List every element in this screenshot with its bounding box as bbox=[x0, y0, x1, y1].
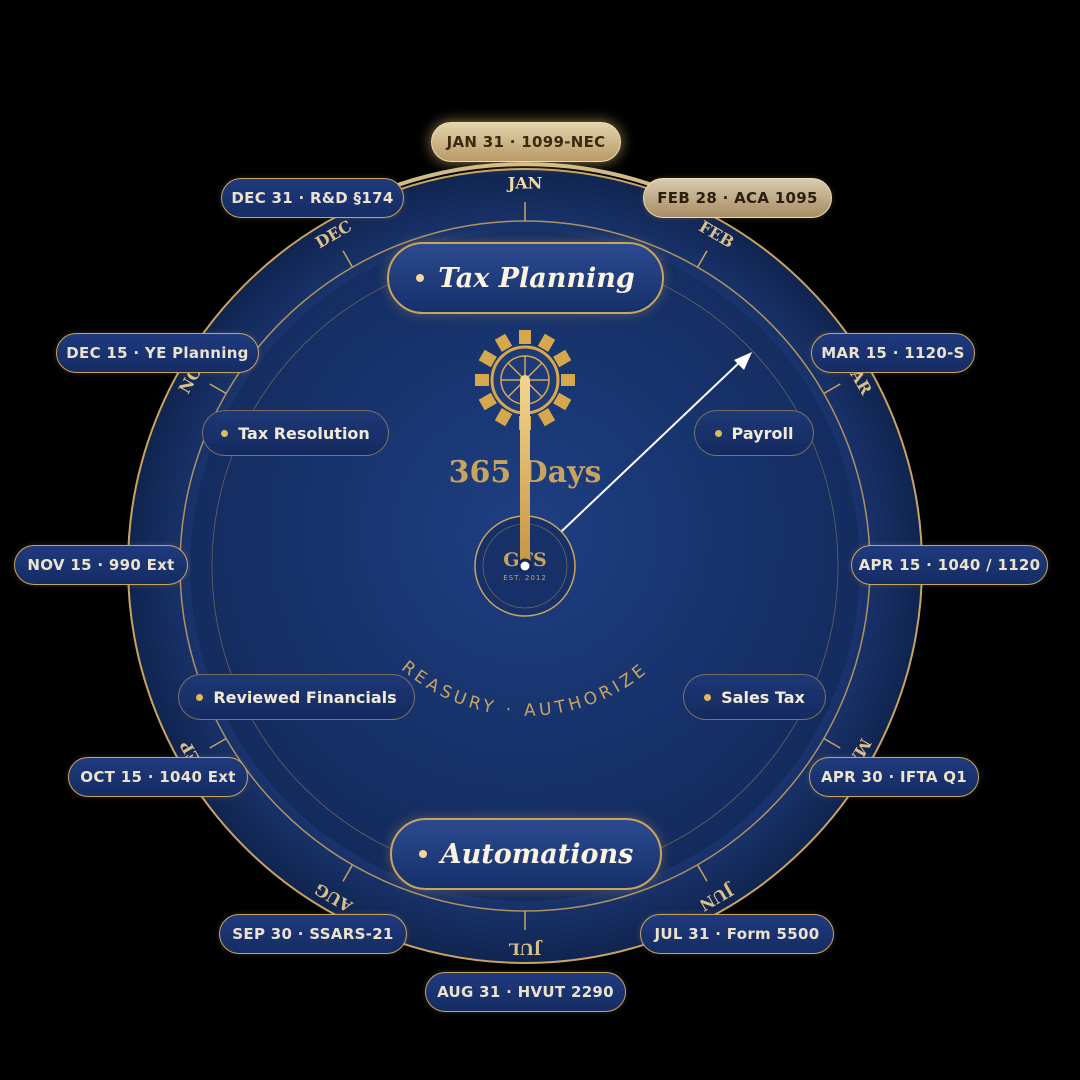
month-tick bbox=[342, 250, 354, 268]
service-label: Payroll bbox=[731, 423, 794, 443]
sun-wheel-icon bbox=[475, 330, 575, 430]
bullet-icon bbox=[196, 693, 204, 701]
service-label: Automations bbox=[440, 838, 634, 870]
deadline-jan31[interactable]: JAN 31 · 1099-NEC bbox=[431, 122, 621, 162]
deadline-sep30[interactable]: SEP 30 · SSARS-21 bbox=[219, 914, 407, 954]
outer-ring-glow bbox=[359, 162, 691, 202]
deadline-apr30[interactable]: APR 30 · IFTA Q1 bbox=[809, 757, 979, 797]
deadline-mar15[interactable]: MAR 15 · 1120-S bbox=[811, 333, 975, 373]
bullet-icon bbox=[418, 850, 427, 858]
deadline-aug31[interactable]: AUG 31 · HVUT 2290 bbox=[425, 972, 626, 1012]
deadline-dec31[interactable]: DEC 31 · R&D §174 bbox=[221, 178, 404, 218]
month-tick bbox=[696, 864, 708, 882]
service-reviewed-financials[interactable]: Reviewed Financials bbox=[178, 674, 415, 720]
month-tick bbox=[823, 737, 841, 749]
month-tick bbox=[342, 864, 354, 882]
month-label-jan: JAN bbox=[506, 174, 543, 193]
service-tax-resolution[interactable]: Tax Resolution bbox=[202, 410, 389, 456]
deadline-nov15[interactable]: NOV 15 · 990 Ext bbox=[14, 545, 188, 585]
service-payroll[interactable]: Payroll bbox=[694, 410, 814, 456]
month-tick bbox=[696, 250, 708, 268]
deadline-jul31[interactable]: JUL 31 · Form 5500 bbox=[640, 914, 834, 954]
service-label: Tax Planning bbox=[438, 262, 635, 294]
month-tick bbox=[209, 737, 227, 749]
service-sales-tax[interactable]: Sales Tax bbox=[683, 674, 826, 720]
bullet-icon bbox=[221, 429, 229, 437]
arrow-hand-head bbox=[734, 352, 752, 370]
bullet-icon bbox=[416, 274, 425, 282]
hand-pivot bbox=[517, 558, 533, 574]
bullet-icon bbox=[714, 429, 722, 437]
deadline-feb28[interactable]: FEB 28 · ACA 1095 bbox=[643, 178, 832, 218]
service-automations[interactable]: Automations bbox=[390, 818, 662, 890]
deadline-dec15[interactable]: DEC 15 · YE Planning bbox=[56, 333, 259, 373]
service-label: Sales Tax bbox=[721, 687, 805, 707]
deadline-apr15[interactable]: APR 15 · 1040 / 1120 bbox=[851, 545, 1048, 585]
month-tick bbox=[823, 383, 841, 395]
bullet-icon bbox=[704, 693, 712, 701]
service-label: Tax Resolution bbox=[238, 423, 370, 443]
gold-hand bbox=[520, 378, 530, 564]
service-label: Reviewed Financials bbox=[213, 687, 397, 707]
deadline-oct15[interactable]: OCT 15 · 1040 Ext bbox=[68, 757, 248, 797]
service-tax-planning[interactable]: Tax Planning bbox=[387, 242, 664, 314]
hub-established: EST. 2012 bbox=[503, 574, 547, 582]
month-label-jul: JUL bbox=[509, 940, 544, 959]
month-tick bbox=[209, 383, 227, 395]
